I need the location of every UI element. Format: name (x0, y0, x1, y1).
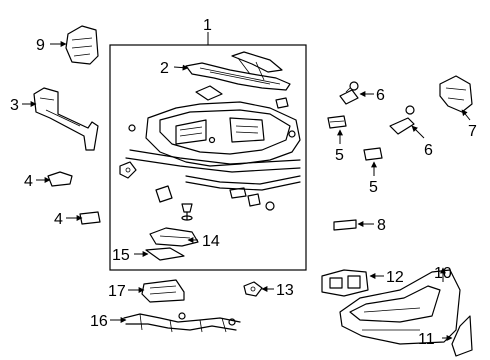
part-8-connector (333, 219, 357, 231)
part-11-trim-piece (451, 315, 473, 357)
callout-1: 1 (203, 17, 212, 34)
callout-5b: 5 (369, 179, 378, 196)
part-13-clip (243, 281, 263, 297)
callout-5a: 5 (335, 147, 344, 164)
callout-17: 17 (108, 283, 126, 300)
small-cap-right (229, 187, 275, 211)
part-4-clip-lower (79, 211, 101, 225)
part-5-tab-upper (327, 115, 347, 129)
callout-2: 2 (160, 60, 169, 77)
part-7-shield (439, 75, 473, 113)
part-1-seat-frame (125, 85, 301, 191)
callout-6a: 6 (376, 87, 385, 104)
part-2-upper-track (185, 51, 291, 91)
leader-2 (173, 64, 189, 71)
leader-7 (461, 109, 471, 121)
part-14-bracket (149, 227, 199, 247)
small-clip-left (119, 161, 137, 179)
callout-11: 11 (418, 331, 435, 348)
callout-9: 9 (36, 37, 45, 54)
callout-8: 8 (377, 217, 386, 234)
part-17-module (141, 279, 185, 303)
bolt-center (181, 203, 193, 221)
part-15-plate (145, 247, 185, 261)
callout-4b: 4 (54, 211, 63, 228)
callout-4a: 4 (24, 173, 33, 190)
part-3-side-rail (33, 87, 99, 151)
part-12-switch (321, 269, 369, 297)
callout-16: 16 (90, 313, 108, 330)
callout-6b: 6 (424, 142, 433, 159)
callout-14: 14 (202, 233, 220, 250)
part-4-clip-upper (47, 171, 73, 187)
leader-6b (411, 125, 425, 139)
part-9-cover (65, 25, 99, 65)
part-6-knob-lower (389, 105, 415, 135)
callout-10: 10 (434, 265, 452, 282)
callout-7: 7 (468, 123, 477, 140)
small-bracket-center (155, 185, 173, 203)
callout-3: 3 (10, 97, 19, 114)
part-10-side-cover (339, 269, 461, 345)
part-5-tab-lower (363, 147, 383, 161)
part-6-knob-upper (339, 81, 359, 105)
callout-12: 12 (386, 269, 404, 286)
callout-15: 15 (112, 247, 130, 264)
part-16-wire-harness (123, 312, 241, 333)
callout-13: 13 (276, 282, 294, 299)
